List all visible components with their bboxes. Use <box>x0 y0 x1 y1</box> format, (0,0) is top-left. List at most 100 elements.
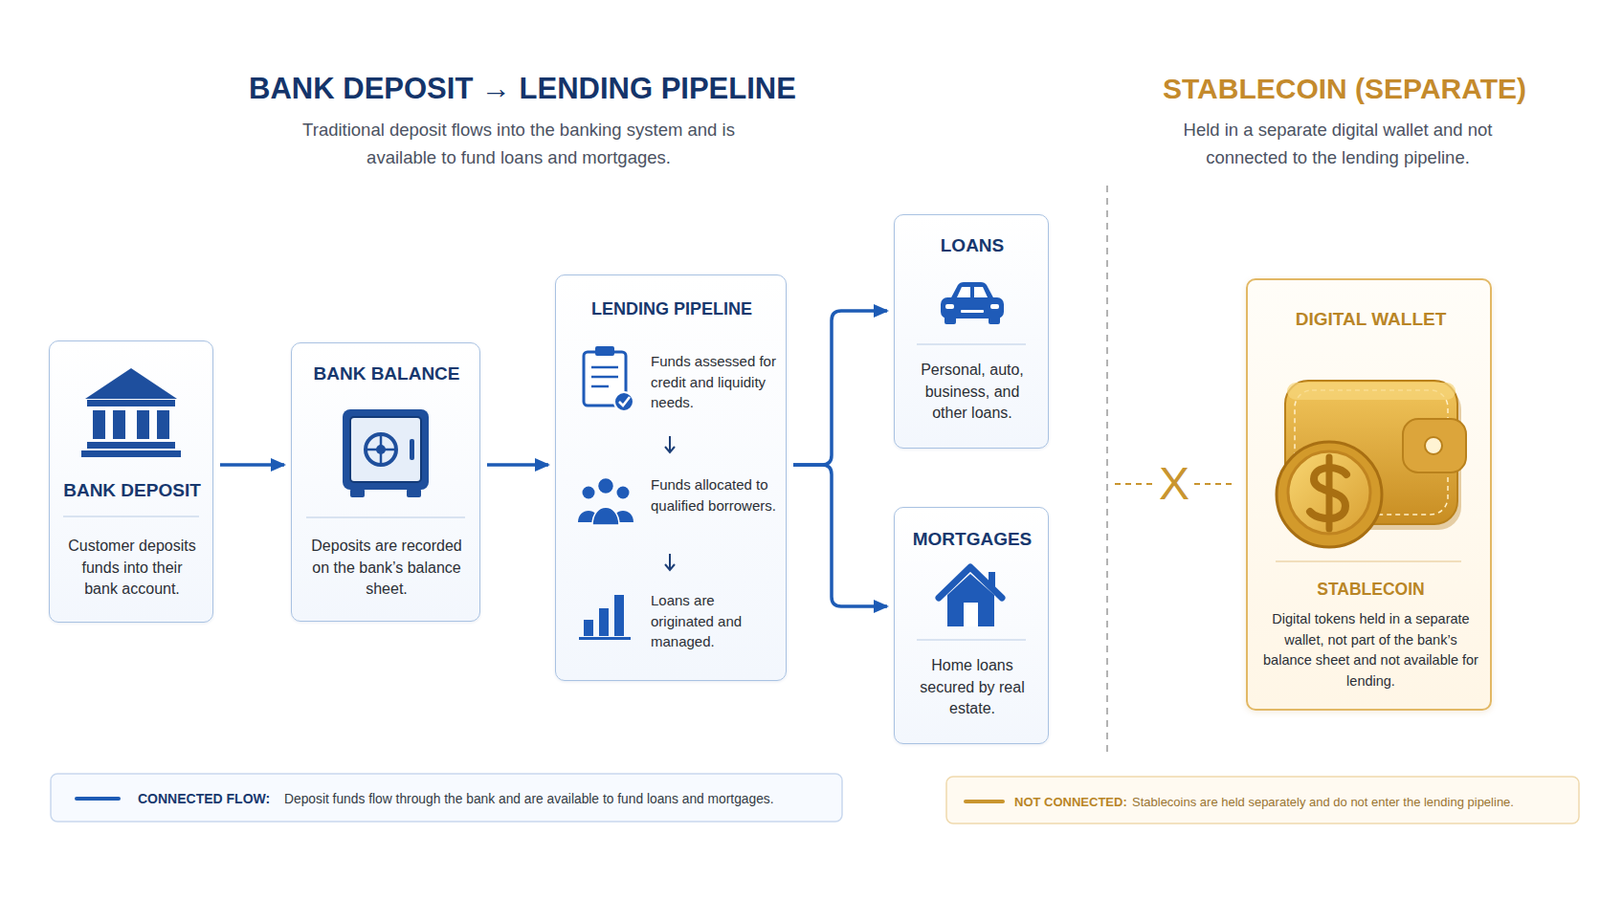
check-badge <box>614 392 634 412</box>
dollar-symbol <box>1326 457 1334 530</box>
box-description: Deposits are recorded on the bank’s bala… <box>307 535 467 601</box>
box-heading: MORTGAGES <box>898 528 1046 552</box>
safe-dial-spoke <box>379 434 383 466</box>
legend-description: Stablecoins are held separately and do n… <box>1132 795 1514 810</box>
step-arrow-shaft <box>668 436 671 452</box>
pipeline-box: LENDING PIPELINE Funds assessed for credi… <box>555 274 787 682</box>
car-light <box>945 304 955 310</box>
divider-line <box>306 516 466 518</box>
disconnected-line <box>1194 483 1235 486</box>
wallet-clasp <box>1424 437 1443 455</box>
house-body <box>947 574 995 627</box>
car-icon <box>940 282 1004 325</box>
pipeline-step: Loans are originated and managed. <box>650 590 780 653</box>
divider-line <box>916 639 1026 641</box>
box-heading: BANK DEPOSIT <box>53 479 211 503</box>
clipboard-line <box>591 385 609 389</box>
clipboard-board <box>583 352 626 406</box>
legend-line-sample <box>74 797 121 801</box>
chart-bar <box>599 608 609 637</box>
clipboard-icon <box>583 346 634 412</box>
house-door <box>963 602 978 627</box>
step-arrow-head <box>665 564 675 571</box>
not-connected-mark: X <box>1158 461 1190 508</box>
wallet-body <box>1285 380 1458 525</box>
car-window <box>956 287 971 298</box>
bank-column <box>92 410 106 440</box>
car-window <box>974 287 988 298</box>
box-description: Home loans secured by real estate. <box>918 655 1026 721</box>
outcome-box: LOANS Personal, auto, business, and other… <box>893 214 1049 449</box>
wallet-stitching <box>1294 390 1448 515</box>
bank-icon <box>81 368 181 458</box>
person-body <box>577 511 600 523</box>
bank-column <box>136 410 150 440</box>
bank-column <box>156 410 170 440</box>
wallet-flap <box>1402 419 1467 473</box>
house-icon <box>938 567 1002 627</box>
safe-dial-spoke <box>365 448 397 452</box>
diagram-title: BANK DEPOSIT → LENDING PIPELINE <box>248 70 797 107</box>
divider-line <box>63 515 200 517</box>
pipeline-step: Funds assessed for credit and liquidity … <box>650 351 780 414</box>
flow-connector <box>487 463 549 467</box>
wallet-shadow <box>1288 386 1462 531</box>
coin-face <box>1288 451 1371 534</box>
car-wheel <box>944 315 956 325</box>
chart-bar <box>583 620 594 637</box>
bank-beam <box>87 400 176 407</box>
person-body <box>612 511 634 523</box>
person-head <box>598 478 615 495</box>
clipboard-line <box>591 376 619 379</box>
clipboard-line <box>591 366 619 370</box>
people-icon <box>577 478 634 527</box>
pipeline-step: Funds allocated to qualified borrowers. <box>650 474 780 516</box>
legend-box <box>50 774 843 823</box>
divider-line <box>1275 560 1462 562</box>
safe-dial <box>365 434 397 466</box>
subtitle: Traditional deposit flows into the banki… <box>288 115 749 172</box>
car-body <box>940 297 1004 319</box>
box-heading: LOANS <box>898 234 1046 258</box>
bank-base <box>81 450 181 458</box>
legend-label: CONNECTED FLOW: <box>137 791 270 807</box>
subtitle: Held in a separate digital wallet and no… <box>1164 115 1512 172</box>
wallet-top <box>1287 382 1456 400</box>
house-roof <box>938 567 1002 599</box>
check-mark <box>619 397 630 406</box>
step-arrow-head <box>665 446 675 453</box>
step-arrow-shaft <box>668 554 671 570</box>
car-cabin <box>950 282 995 300</box>
outcome-box: MORTGAGES Home loans secured by real esta… <box>893 507 1049 745</box>
wallet-box: DIGITAL WALLETSTABLECOINDigital tokens h… <box>1245 278 1492 712</box>
bank-roof <box>85 368 178 400</box>
flow-connector <box>220 463 285 467</box>
safe-handle <box>409 439 415 461</box>
wallet-icon <box>1276 380 1467 548</box>
safe-door <box>350 417 422 483</box>
safe-foot <box>350 488 365 498</box>
box-description: Personal, auto, business, and other loan… <box>914 359 1030 425</box>
person-body <box>592 507 620 526</box>
box-description: Customer deposits funds into their bank … <box>63 535 201 601</box>
person-head <box>617 487 630 500</box>
process-box: BANK DEPOSIT Customer deposits funds into… <box>48 340 214 623</box>
car-light <box>990 304 1000 310</box>
person-head <box>582 487 596 500</box>
bank-column <box>112 410 126 440</box>
box-subheading: STABLECOIN <box>1251 579 1490 601</box>
dollar-symbol <box>1310 467 1347 519</box>
box-description: Digital tokens held in a separate wallet… <box>1261 609 1481 692</box>
section-title: STABLECOIN (SEPARATE) <box>1162 71 1527 107</box>
process-box: BANK BALANCEDeposits are recorded on the… <box>290 342 481 623</box>
clipboard-clip <box>595 346 615 356</box>
legend-label: NOT CONNECTED: <box>1014 795 1128 810</box>
disconnected-line <box>1114 483 1155 486</box>
box-heading: LENDING PIPELINE <box>559 298 784 321</box>
legend-box <box>946 777 1579 824</box>
flow-connector <box>793 311 888 466</box>
